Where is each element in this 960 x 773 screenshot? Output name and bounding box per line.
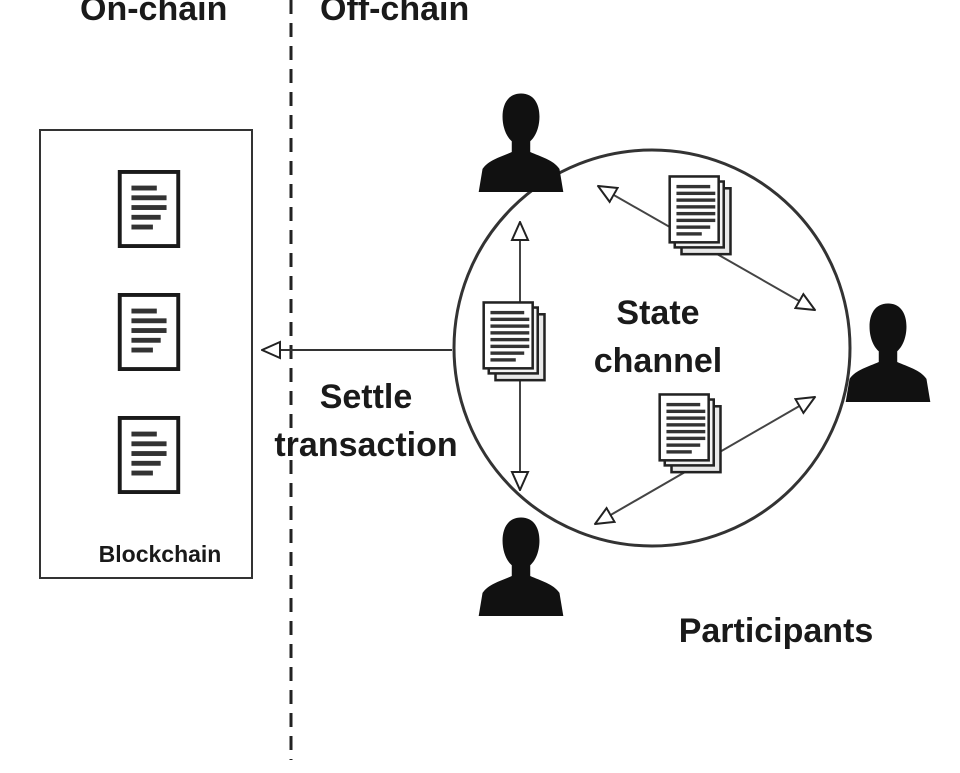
participant-icon	[845, 303, 931, 402]
blockchain-label: Blockchain	[99, 541, 222, 567]
document-stack-icon	[482, 301, 546, 382]
off-chain-label: Off-chain	[320, 0, 469, 28]
document-icon	[117, 416, 181, 494]
participant-icon	[478, 93, 564, 192]
settle-label: Settle	[320, 378, 413, 416]
participant-icon	[478, 517, 564, 616]
on-chain-label: On-chain	[80, 0, 227, 28]
document-icon	[117, 293, 181, 371]
document-stack-icon	[658, 393, 722, 474]
state-channel-circle	[452, 148, 852, 548]
channel-label: channel	[594, 342, 722, 380]
transaction-label: transaction	[274, 426, 457, 464]
participants-label: Participants	[679, 612, 874, 650]
document-stack-icon	[668, 175, 732, 256]
state-label: State	[616, 294, 699, 332]
document-icon	[117, 170, 181, 248]
